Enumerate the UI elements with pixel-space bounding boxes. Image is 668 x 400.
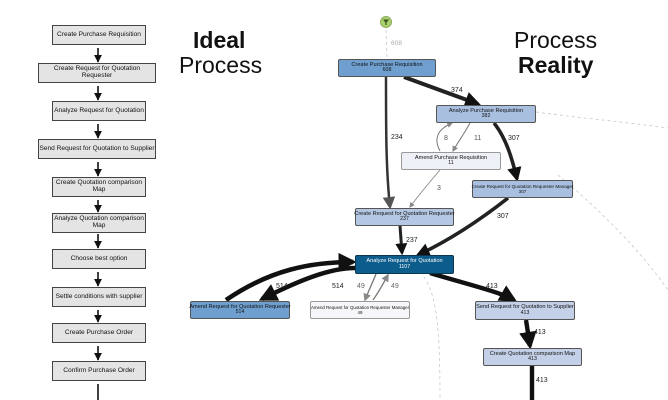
ideal-step: Create Purchase Order	[52, 323, 146, 343]
node-count: 237	[400, 216, 409, 223]
edge-amend-rfq-mgr-arfq	[372, 273, 389, 301]
edge-amend-pr-apr	[436, 122, 454, 152]
node-create-rfq-requester-manager[interactable]: Create Request for Quotation Requester M…	[472, 180, 573, 198]
node-label: Create Quotation comparison Map	[489, 350, 576, 357]
ideal-step: Create Purchase Requisition	[52, 25, 146, 45]
dashed-guide	[385, 29, 388, 59]
node-count: 608	[382, 67, 392, 74]
node-analyze-rfq[interactable]: Analyze Request for Quotation 1107	[355, 255, 454, 274]
dashed-guide	[419, 271, 441, 400]
node-send-rfq-to-supplier[interactable]: Send Request for Quotation to Supplier 4…	[475, 301, 575, 320]
ideal-step: Send Request for Quotation to Supplier	[38, 139, 156, 159]
ideal-step: Create Request for Quotation Requester	[38, 63, 156, 83]
edge-label: 514	[332, 283, 344, 290]
edge-label: 413	[534, 329, 546, 336]
reality-heading-line1: Process	[514, 27, 598, 53]
node-label: Analyze Purchase Requisition	[448, 107, 524, 114]
ideal-step: Create Quotation comparison Map	[52, 177, 146, 197]
dashed-guide	[535, 111, 668, 129]
ideal-step: Analyze Quotation comparison Map	[52, 213, 146, 233]
edge-cpr-apr	[403, 75, 482, 108]
reality-edges	[224, 75, 537, 400]
start-marker	[380, 16, 392, 28]
edge-apr-amend-pr	[452, 122, 471, 153]
dashed-guide	[557, 174, 668, 291]
ideal-step: Choose best option	[52, 249, 146, 269]
edge-label: 237	[406, 237, 418, 244]
ideal-step: Settle conditions with supplier	[52, 287, 146, 307]
edge-cpr-crfq-req	[382, 76, 396, 210]
node-amend-rfq-requester-manager[interactable]: Amend Request for Quotation Requester Ma…	[310, 301, 410, 319]
ideal-step: Confirm Purchase Order	[52, 361, 146, 381]
node-label: Send Request for Quotation to Supplier	[476, 304, 574, 311]
edge-send-rfq-cqcm	[519, 319, 537, 350]
node-amend-purchase-requisition[interactable]: Amend Purchase Requisition 11	[401, 152, 501, 170]
node-create-quotation-comparison-map[interactable]: Create Quotation comparison Map 413	[483, 348, 582, 366]
ideal-heading: Ideal Process	[179, 27, 262, 78]
edge-label: 307	[497, 213, 509, 220]
edge-labels: 374 234 8 11 307 3 307 237 514 514 49 49…	[276, 87, 548, 384]
node-label: Amend Request for Quotation Requester Ma…	[310, 304, 410, 310]
edge-amend-rfq-req-arfq	[224, 252, 357, 302]
edge-crfq-mgr-arfq	[415, 196, 510, 257]
edge-label: 3	[437, 185, 441, 192]
node-label: Amend Request for Quotation Requester	[189, 303, 291, 310]
start-funnel-icon	[383, 19, 389, 25]
ideal-heading-line2: Process	[179, 52, 263, 78]
start-count: 608	[391, 40, 402, 47]
edge-label: 413	[536, 377, 548, 384]
node-count: 307	[518, 189, 527, 194]
ideal-heading-line1: Ideal	[193, 27, 246, 53]
edge-arfq-amend-rfq-mgr	[363, 273, 377, 302]
edge-crfq-req-arfq	[395, 225, 408, 256]
node-count: 413	[528, 356, 537, 363]
reality-heading-line2: Reality	[518, 52, 594, 78]
reality-heading: Process Reality	[514, 28, 597, 78]
edge-arfq-send-rfq	[429, 270, 518, 302]
node-label: Analyze Request for Quotation	[366, 258, 443, 265]
node-create-rfq-requester[interactable]: Create Request for Quotation Requester 2…	[354, 208, 455, 226]
node-label: Create Purchase Requisition	[351, 61, 423, 68]
edge-amend-pr-crfq-req	[409, 169, 441, 208]
node-create-purchase-requisition[interactable]: Create Purchase Requisition 608	[338, 59, 436, 77]
edge-label: 8	[444, 135, 448, 142]
ideal-step: Analyze Request for Quotation	[52, 101, 146, 121]
node-count: 49	[357, 310, 363, 315]
edge-label: 11	[474, 135, 481, 142]
edge-label: 514	[276, 283, 288, 290]
node-count: 514	[235, 309, 245, 316]
edge-apr-crfq-mgr	[492, 121, 522, 182]
node-count: 11	[448, 160, 454, 167]
edge-label: 374	[451, 87, 463, 94]
edge-label: 234	[391, 134, 403, 141]
node-analyze-purchase-requisition[interactable]: Analyze Purchase Requisition 382	[436, 105, 536, 123]
edge-label: 413	[486, 283, 498, 290]
edge-label: 49	[391, 283, 399, 290]
node-label: Create Request for Quotation Requester	[354, 210, 455, 217]
node-count: 382	[481, 113, 491, 120]
edge-label: 307	[508, 135, 520, 142]
node-label: Amend Purchase Requisition	[414, 154, 488, 161]
node-count: 413	[520, 309, 530, 316]
node-label: Create Request for Quotation Requester M…	[471, 183, 574, 189]
node-amend-rfq-requester[interactable]: Amend Request for Quotation Requester 51…	[189, 301, 291, 319]
node-count: 1107	[398, 263, 411, 270]
edge-label: 49	[357, 283, 365, 290]
